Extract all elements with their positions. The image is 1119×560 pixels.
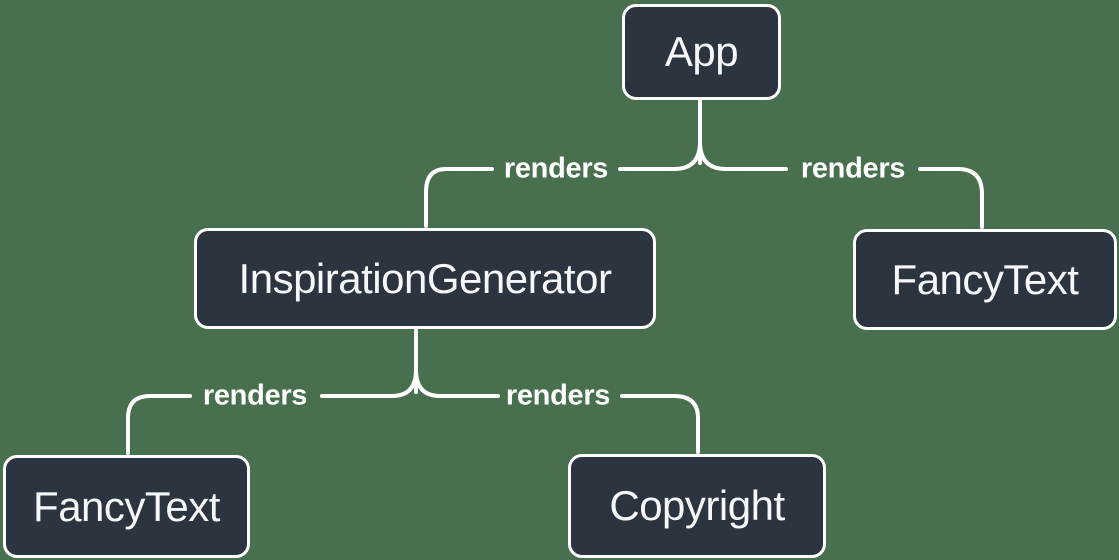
edge-ig-copyright-right [414,368,500,398]
node-inspiration-generator-label: InspirationGenerator [238,254,612,302]
edge-label-app-inspirationgenerator: renders [503,152,609,185]
edge-app-inspirationgenerator-left [618,140,702,171]
edge-ig-copyright-drop [620,394,700,454]
node-fancy-text-bottom: FancyText [3,455,250,558]
node-fancy-text-top: FancyText [853,229,1117,330]
node-fancy-text-bottom-label: FancyText [33,482,220,530]
edge-app-inspirationgenerator-drop [424,167,494,228]
edge-label-ig-fancytext: renders [202,379,308,412]
edge-label-ig-copyright: renders [505,379,611,412]
edge-app-fancytext-right [698,140,788,171]
node-fancy-text-top-label: FancyText [891,255,1079,303]
edge-ig-fancytext-left [320,368,418,398]
node-copyright-label: Copyright [609,482,785,529]
node-copyright: Copyright [568,454,826,558]
node-inspiration-generator: InspirationGenerator [194,228,656,329]
node-app-label: App [664,28,739,75]
edge-label-app-fancytext: renders [800,152,906,185]
edge-app-fancytext-drop [918,167,984,229]
node-app: App [622,4,781,100]
edge-ig-fancytext-drop [126,394,192,455]
